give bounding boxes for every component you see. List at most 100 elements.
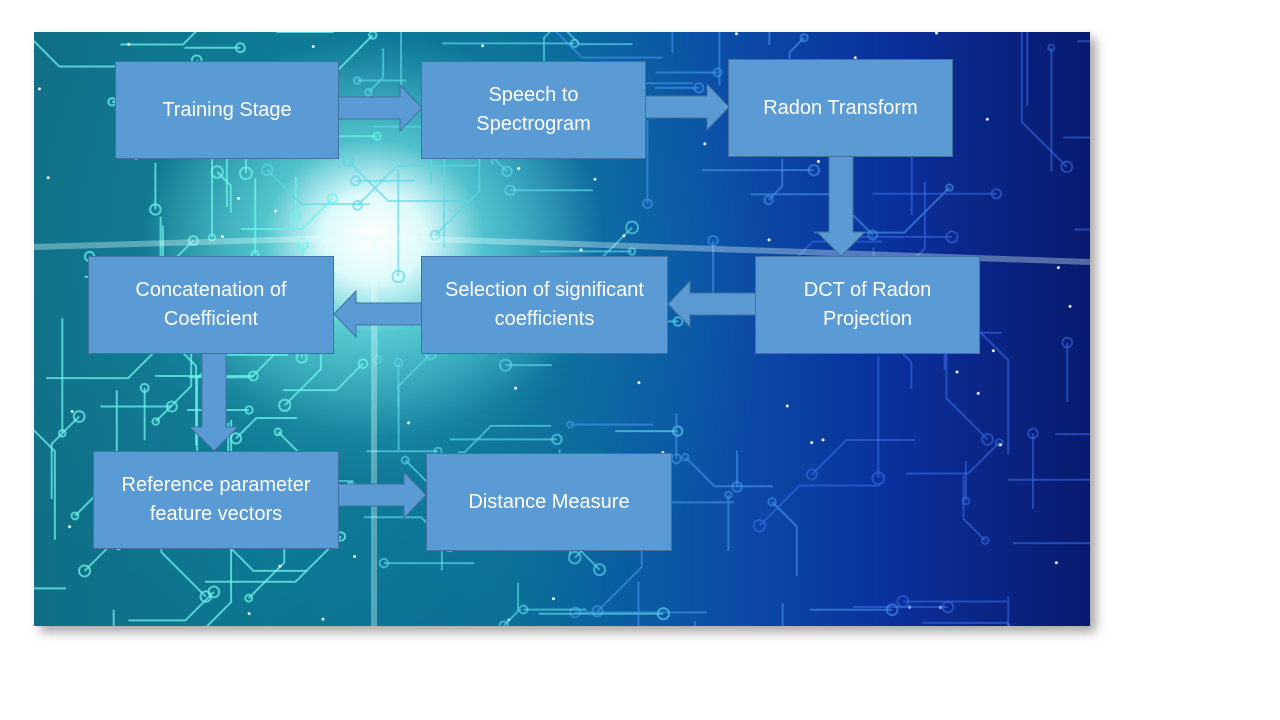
circuit-pad: [342, 155, 355, 168]
light-speck: [68, 525, 72, 529]
light-speck: [703, 142, 707, 146]
circuit-pad: [498, 358, 513, 372]
circuit-trace: [1012, 541, 1090, 545]
circuit-pad: [896, 594, 910, 608]
circuit-pad: [260, 163, 274, 177]
circuit-pad: [1060, 160, 1074, 174]
light-speck: [622, 234, 626, 238]
circuit-pad: [244, 405, 254, 415]
circuit-trace: [397, 353, 432, 451]
circuit-trace: [637, 581, 640, 626]
circuit-pad: [642, 198, 653, 209]
light-speck: [514, 386, 518, 390]
light-speck: [767, 238, 771, 242]
circuit-pad: [1061, 336, 1074, 349]
light-speck: [46, 176, 50, 180]
circuit-pad: [724, 490, 733, 500]
node-dct-of-radon-projection-label: DCT of Radon Projection: [803, 279, 932, 330]
circuit-pad: [672, 316, 684, 327]
circuit-pad: [945, 183, 954, 192]
circuit-pad: [70, 511, 80, 521]
light-speck: [985, 117, 989, 121]
circuit-pad: [151, 417, 160, 426]
light-speck: [593, 177, 597, 181]
circuit-trace: [503, 582, 520, 626]
circuit-pad: [593, 563, 607, 577]
circuit-trace: [758, 484, 881, 527]
circuit-pad: [296, 238, 309, 251]
circuit-pad: [1047, 43, 1056, 52]
circuit-pad: [625, 220, 640, 235]
circuit-pad: [352, 200, 363, 211]
circuit-pad: [352, 76, 362, 85]
arrow-selection-to-concat: [333, 289, 423, 339]
circuit-pad: [244, 593, 254, 603]
circuit-pad: [551, 433, 563, 446]
light-speck: [70, 410, 74, 414]
circuit-pad: [57, 428, 67, 438]
light-speck: [353, 554, 357, 558]
circuit-trace: [204, 535, 342, 583]
node-reference-feature-vectors-label: Reference parameter feature vectors: [121, 474, 311, 525]
light-speck: [998, 443, 1002, 447]
circuit-trace: [356, 164, 477, 207]
circuit-pad: [429, 229, 441, 241]
light-speck: [278, 564, 282, 568]
circuit-pad: [357, 358, 369, 369]
light-speck: [407, 421, 411, 425]
node-radon-transform: Radon Transform: [728, 59, 953, 157]
circuit-pad: [234, 42, 246, 54]
light-speck: [853, 56, 857, 60]
circuit-trace: [120, 32, 197, 46]
circuit-pad: [994, 438, 1004, 447]
circuit-trace: [566, 32, 633, 46]
circuit-pad: [207, 233, 217, 242]
circuit-pad: [364, 87, 373, 97]
circuit-trace: [1026, 32, 1029, 106]
circuit-pad: [672, 425, 684, 437]
arrow-spectrogram-to-radon: [641, 82, 730, 132]
circuit-trace: [460, 424, 552, 457]
circuit-pad: [239, 166, 253, 181]
circuit-pad: [567, 550, 582, 565]
circuit-pad: [693, 82, 705, 94]
node-distance-measure-label: Distance Measure: [468, 490, 630, 513]
circuit-pad: [627, 247, 637, 256]
circuit-pad: [278, 398, 292, 412]
circuit-pad: [569, 606, 582, 619]
circuit-pad: [712, 67, 723, 78]
light-speck: [1056, 266, 1060, 270]
circuit-pad: [961, 496, 971, 506]
circuit-trace: [555, 32, 663, 59]
circuit-pad: [807, 163, 821, 177]
arrow-concat-to-reference: [188, 352, 240, 452]
light-speck: [324, 239, 328, 243]
circuit-pad: [871, 471, 886, 485]
circuit-pad: [501, 165, 513, 178]
circuit-trace: [962, 475, 986, 542]
circuit-trace: [906, 441, 1000, 475]
circuit-pad: [945, 230, 959, 244]
circuit-pad: [289, 210, 302, 223]
circuit-pad: [350, 175, 362, 187]
circuit-trace: [50, 415, 80, 499]
circuit-trace: [34, 428, 56, 540]
arrow-radon-to-dct: [815, 155, 867, 257]
light-speck: [127, 42, 131, 46]
circuit-pad: [591, 605, 604, 618]
circuit-pad: [78, 564, 92, 578]
circuit-trace: [266, 169, 370, 206]
node-radon-transform-label: Radon Transform: [763, 96, 918, 119]
circuit-pad: [368, 32, 378, 40]
circuit-pad: [980, 536, 990, 545]
circuit-trace: [347, 160, 468, 202]
light-speck: [579, 248, 583, 252]
circuit-trace: [771, 501, 798, 577]
light-speck: [517, 167, 521, 171]
circuit-pad: [504, 184, 516, 196]
node-speech-to-spectrogram-label: Speech to Spectrogram: [476, 84, 591, 135]
light-speck: [785, 404, 789, 408]
circuit-pad: [326, 192, 339, 205]
circuit-pad: [400, 455, 410, 465]
light-streak: [34, 234, 375, 250]
